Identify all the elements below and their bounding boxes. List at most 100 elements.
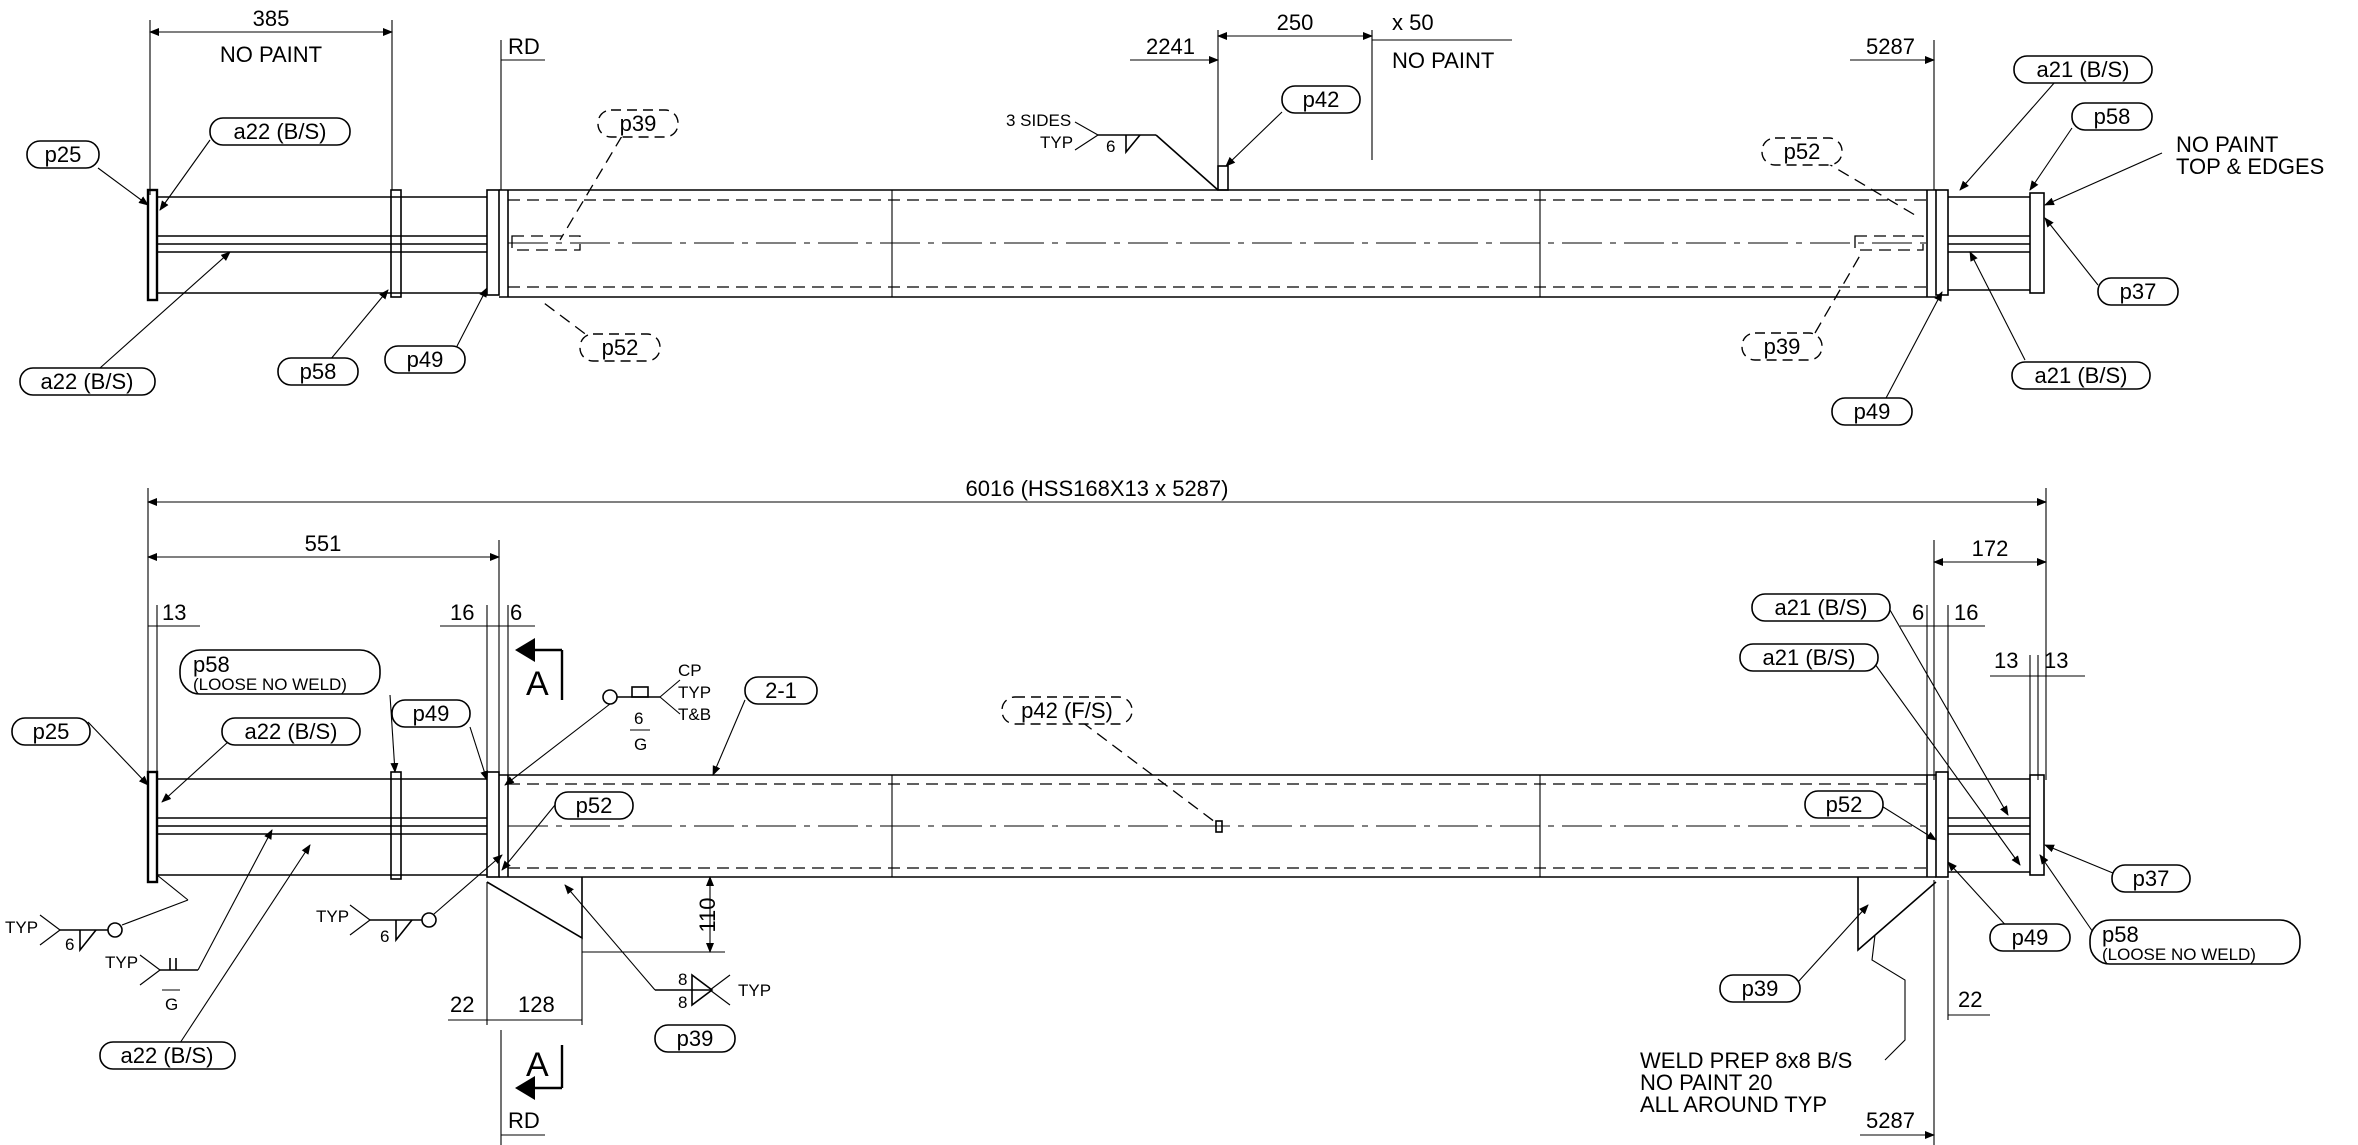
dim-385-text: 385 xyxy=(253,6,290,31)
tag-a22-bottom-1: a22 (B/S) xyxy=(245,719,338,744)
bm-size-text: 6 xyxy=(380,927,389,946)
dim-110-text: 110 xyxy=(695,897,720,932)
dim-16-left-text: 16 xyxy=(450,600,474,625)
no-paint-top-edges-2: TOP & EDGES xyxy=(2176,154,2324,179)
cp-typ-text: TYP xyxy=(678,683,711,702)
dim-13-13-right: 13 13 xyxy=(1990,648,2085,780)
bottom-member xyxy=(146,770,2045,952)
weld-prep-line1: WELD PREP 8x8 B/S xyxy=(1640,1048,1852,1073)
top-view: 385 NO PAINT RD 2241 250 x 50 NO PAINT 5… xyxy=(19,6,2324,426)
dim-172-text: 172 xyxy=(1972,536,2009,561)
tag-p39-bottom-right: p39 xyxy=(1742,976,1779,1001)
tags-top: p25 a22 (B/S) a22 (B/S) p58 p49 p39 p52 … xyxy=(19,55,2324,426)
dim-2241-250: 2241 250 x 50 NO PAINT xyxy=(1130,10,1512,180)
tag-p58-bottom: p58 xyxy=(193,652,230,677)
tag-a22-top-1: a22 (B/S) xyxy=(234,119,327,144)
dim-13-left-text: 13 xyxy=(162,600,186,625)
dim-6-16-right: 6 16 xyxy=(1900,600,1985,780)
section-marker-top: A xyxy=(515,638,564,703)
weld-symbol-p39: 8 8 TYP xyxy=(564,884,771,1012)
three-sides-typ: TYP xyxy=(1040,133,1073,152)
dim-250-text: 250 xyxy=(1277,10,1314,35)
bottom-leaders xyxy=(87,609,2126,1044)
cp-size-text: 6 xyxy=(634,709,643,728)
dim-13-r2-text: 13 xyxy=(2044,648,2068,673)
cp-text: CP xyxy=(678,661,702,680)
tag-a22-top-2: a22 (B/S) xyxy=(41,369,134,394)
tag-p52-top: p52 xyxy=(602,335,639,360)
tag-mark-2-1: 2-1 xyxy=(765,678,797,703)
weld-prep-line3: ALL AROUND TYP xyxy=(1640,1092,1827,1117)
weld-symbol-cp: CP TYP T&B 6 G xyxy=(504,661,711,786)
top-leaders xyxy=(97,81,2163,401)
tag-a21-bottom-2: a21 (B/S) xyxy=(1763,645,1856,670)
bl-size-text: 6 xyxy=(65,935,74,954)
tags-bottom: p58 (LOOSE NO WELD) p25 a22 (B/S) p49 p5… xyxy=(11,593,2301,1070)
dim-5287-bottom: 5287 xyxy=(1860,880,1935,1145)
dim-rd-bottom: RD xyxy=(500,1030,545,1145)
dim-rd-top-text: RD xyxy=(508,34,540,59)
no-paint-note-1: NO PAINT xyxy=(220,42,322,67)
tag-p58-bottom-note: (LOOSE NO WELD) xyxy=(193,675,347,694)
dim-2241-text: 2241 xyxy=(1146,34,1195,59)
dim-16-6-left: 16 6 xyxy=(440,600,535,780)
tag-a21-top-1: a21 (B/S) xyxy=(2037,57,2130,82)
tag-a21-bottom-1: a21 (B/S) xyxy=(1775,595,1868,620)
section-a-top: A xyxy=(526,665,549,703)
weld-symbol-top: 3 SIDES TYP 6 xyxy=(1006,111,1219,191)
tag-a21-top-2: a21 (B/S) xyxy=(2035,363,2128,388)
dim-rd-bottom-text: RD xyxy=(508,1108,540,1133)
bl2-typ-text: TYP xyxy=(105,953,138,972)
top-member xyxy=(146,165,2045,302)
p39-typ-text: TYP xyxy=(738,981,771,1000)
p39-size-top-text: 8 xyxy=(678,970,687,989)
tag-p37-bottom: p37 xyxy=(2133,866,2170,891)
tag-p49-bottom: p49 xyxy=(413,701,450,726)
dim-5287-top: 5287 xyxy=(1850,34,1935,190)
weld-prep-note: WELD PREP 8x8 B/S NO PAINT 20 ALL AROUND… xyxy=(1640,934,1906,1117)
dim-6-left-text: 6 xyxy=(510,600,522,625)
tag-p25-top: p25 xyxy=(45,142,82,167)
tag-p58-top: p58 xyxy=(300,359,337,384)
tag-a22-bottom-2: a22 (B/S) xyxy=(121,1043,214,1068)
weld-prep-line2: NO PAINT 20 xyxy=(1640,1070,1772,1095)
dim-overall: 6016 (HSS168X13 x 5287) xyxy=(147,476,2047,780)
dim-16-right-text: 16 xyxy=(1954,600,1978,625)
dim-22-right: 22 xyxy=(1947,880,1990,1020)
tag-p49-bottom-right: p49 xyxy=(2012,925,2049,950)
tag-p52-bottom-right: p52 xyxy=(1826,792,1863,817)
section-marker-bottom: A xyxy=(515,1045,564,1100)
tag-p52-top-right: p52 xyxy=(1784,139,1821,164)
tag-p58-bottom-right: p58 xyxy=(2102,922,2139,947)
bl2-g-text: G xyxy=(165,995,178,1014)
p39-size-bot-text: 8 xyxy=(678,993,687,1012)
tag-p49-top: p49 xyxy=(407,347,444,372)
tag-p39-top-right: p39 xyxy=(1764,334,1801,359)
tag-p52-bottom: p52 xyxy=(576,793,613,818)
dim-110: 110 xyxy=(582,876,725,953)
dim-551-text: 551 xyxy=(305,531,342,556)
tag-p58-top-right: p58 xyxy=(2094,104,2131,129)
weld-symbol-bl: TYP 6 TYP G xyxy=(5,829,273,1014)
dim-13-left: 13 xyxy=(148,600,200,780)
dim-128-text: 128 xyxy=(518,992,555,1017)
tag-p37-top: p37 xyxy=(2120,279,2157,304)
tag-p25-bottom: p25 xyxy=(33,719,70,744)
weld-top-size: 6 xyxy=(1106,137,1115,156)
dim-overall-text: 6016 (HSS168X13 x 5287) xyxy=(966,476,1229,501)
tag-p39-bottom: p39 xyxy=(677,1026,714,1051)
bottom-view: 6016 (HSS168X13 x 5287) 551 13 16 6 172 xyxy=(5,476,2301,1145)
tag-p42-top: p42 xyxy=(1303,87,1340,112)
dim-5287-bottom-text: 5287 xyxy=(1866,1108,1915,1133)
weld-symbol-bm: TYP 6 xyxy=(316,854,503,946)
dim-x50-text: x 50 xyxy=(1392,10,1434,35)
three-sides-note: 3 SIDES xyxy=(1006,111,1071,130)
dim-6-right-text: 6 xyxy=(1912,600,1924,625)
dim-22-right-text: 22 xyxy=(1958,987,1982,1012)
dim-385: 385 NO PAINT xyxy=(149,6,393,195)
dim-551: 551 xyxy=(147,531,500,780)
cp-g-text: G xyxy=(634,735,647,754)
no-paint-top-edges-1: NO PAINT xyxy=(2176,132,2278,157)
tag-p42-fs: p42 (F/S) xyxy=(1021,698,1113,723)
